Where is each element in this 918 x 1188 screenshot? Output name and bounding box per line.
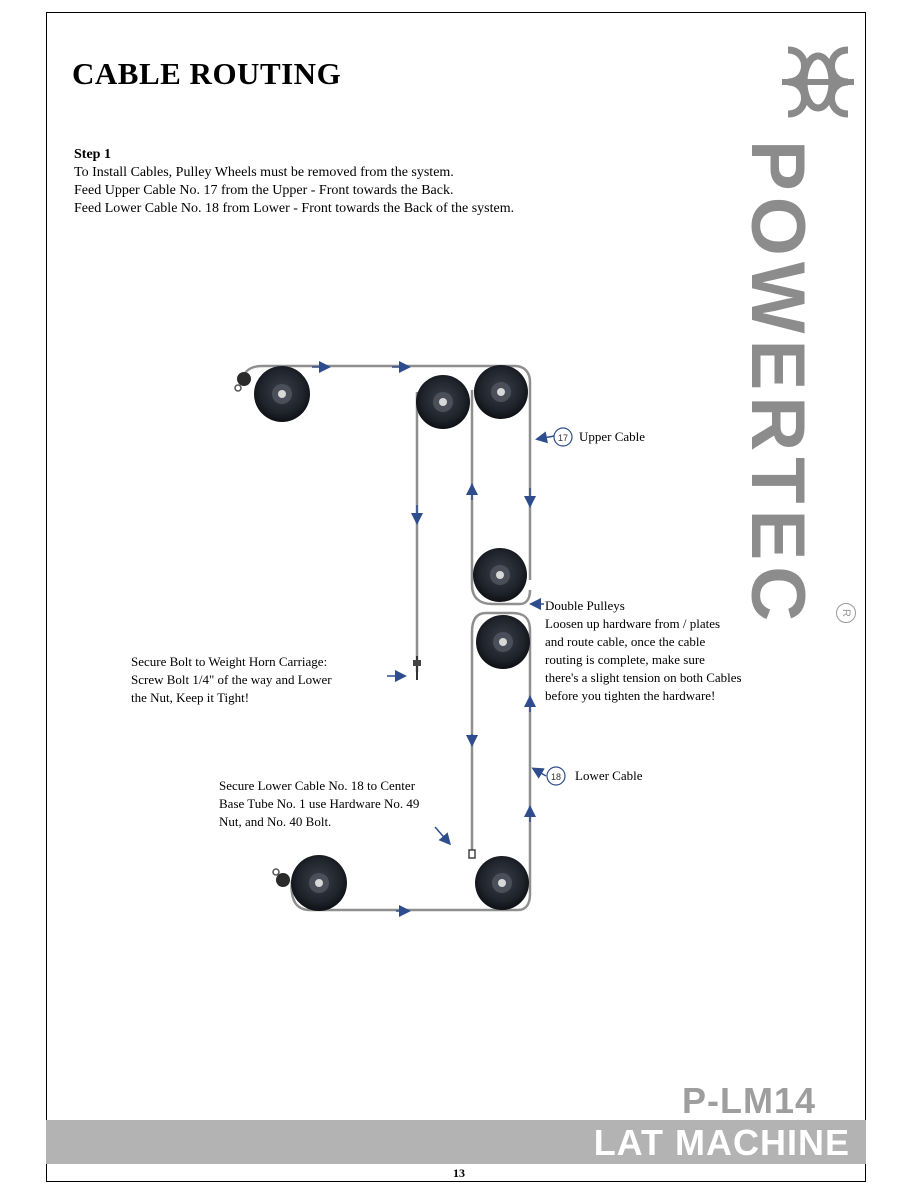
secure-bolt-note: Secure Bolt to Weight Horn Carriage: Scr… [131,653,332,707]
cable-end-fittings [234,372,476,887]
double-pulleys-line: routing is complete, make sure [545,652,705,667]
instructions: Step 1 To Install Cables, Pulley Wheels … [74,146,514,218]
instruction-line: Feed Lower Cable No. 18 from Lower - Fro… [74,201,515,216]
brand-emblem-icon [782,46,854,118]
instruction-line: To Install Cables, Pulley Wheels must be… [74,165,454,180]
double-pulleys-line: and route cable, once the cable [545,634,706,649]
page-number: 13 [453,1166,465,1180]
secure-bolt-line: Screw Bolt 1/4" of the way and Lower [131,672,332,687]
pulley-icon [475,856,529,910]
secure-lower-line: Base Tube No. 1 use Hardware No. 49 [219,796,420,811]
pulley-icon [416,375,470,429]
page-title: CABLE ROUTING [72,56,342,91]
lower-cable-number: 18 [551,772,561,782]
step-label: Step 1 [74,147,111,162]
secure-bolt-line: Secure Bolt to Weight Horn Carriage: [131,654,328,669]
cable-paths [241,364,532,912]
product-name: LAT MACHINE [593,1122,850,1163]
instruction-line: Feed Upper Cable No. 17 from the Upper -… [74,183,454,198]
upper-cable-number: 17 [558,433,568,443]
lower-cable-label: Lower Cable [575,768,643,783]
double-pulleys-line: before you tighten the hardware! [545,688,716,703]
double-pulleys-line: Loosen up hardware from / plates [545,616,721,631]
pulley-icon [254,366,310,422]
pulley-icon [473,548,527,602]
upper-cable-path [241,364,532,580]
pulleys [254,365,530,911]
secure-bolt-line: the Nut, Keep it Tight! [131,690,250,705]
secure-lower-line: Nut, and No. 40 Bolt. [219,814,332,829]
model-number: P-LM14 [681,1080,816,1121]
pulley-icon [474,365,528,419]
page-border [46,12,866,1182]
double-pulleys-title: Double Pulleys [545,598,625,613]
flow-arrows [312,361,555,917]
secure-lower-note: Secure Lower Cable No. 18 to Center Base… [219,777,419,831]
pulley-icon [476,615,530,669]
callout-17: 17 [553,427,573,447]
lower-cable-path [290,611,532,912]
double-pulleys-line: there's a slight tension on both Cables [545,670,742,685]
upper-cable-label: Upper Cable [579,429,646,444]
secure-lower-line: Secure Lower Cable No. 18 to Center [219,778,416,793]
upper-cable-loop [470,390,532,606]
double-pulleys-note: Double Pulleys Loosen up hardware from /… [545,597,742,705]
pulley-icon [291,855,347,911]
footer-bar: LAT MACHINE [46,1120,866,1164]
callout-18: 18 [546,766,566,786]
